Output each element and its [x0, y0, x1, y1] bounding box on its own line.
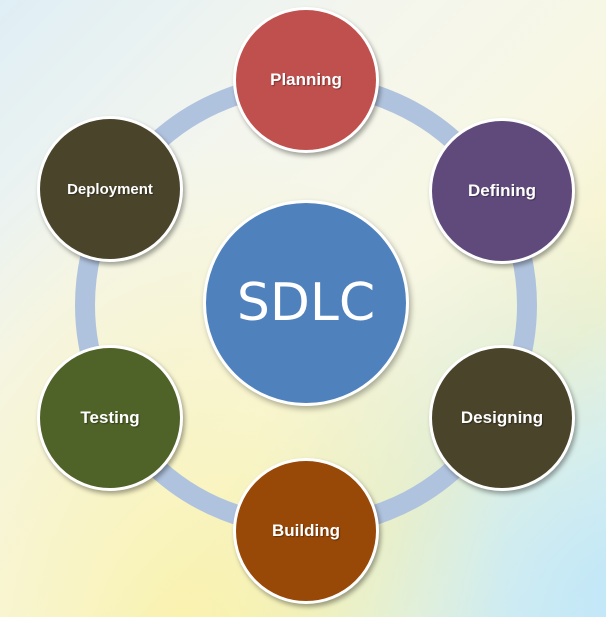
- phase-label: Designing: [460, 408, 544, 427]
- phase-label: Planning: [270, 70, 342, 89]
- phase-label: Defining: [468, 181, 536, 200]
- phase-building: Building: [233, 458, 379, 604]
- phase-designing: Designing: [429, 345, 575, 491]
- phase-label: Deployment: [67, 180, 153, 198]
- center-node-sdlc: SDLC: [203, 200, 409, 406]
- phase-planning: Planning: [233, 7, 379, 153]
- phase-label: Building: [272, 521, 340, 540]
- phase-defining: Defining: [429, 118, 575, 264]
- phase-label: Testing: [80, 408, 140, 427]
- phase-testing: Testing: [37, 345, 183, 491]
- phase-deployment: Deployment: [37, 116, 183, 262]
- center-label: SDLC: [236, 273, 376, 333]
